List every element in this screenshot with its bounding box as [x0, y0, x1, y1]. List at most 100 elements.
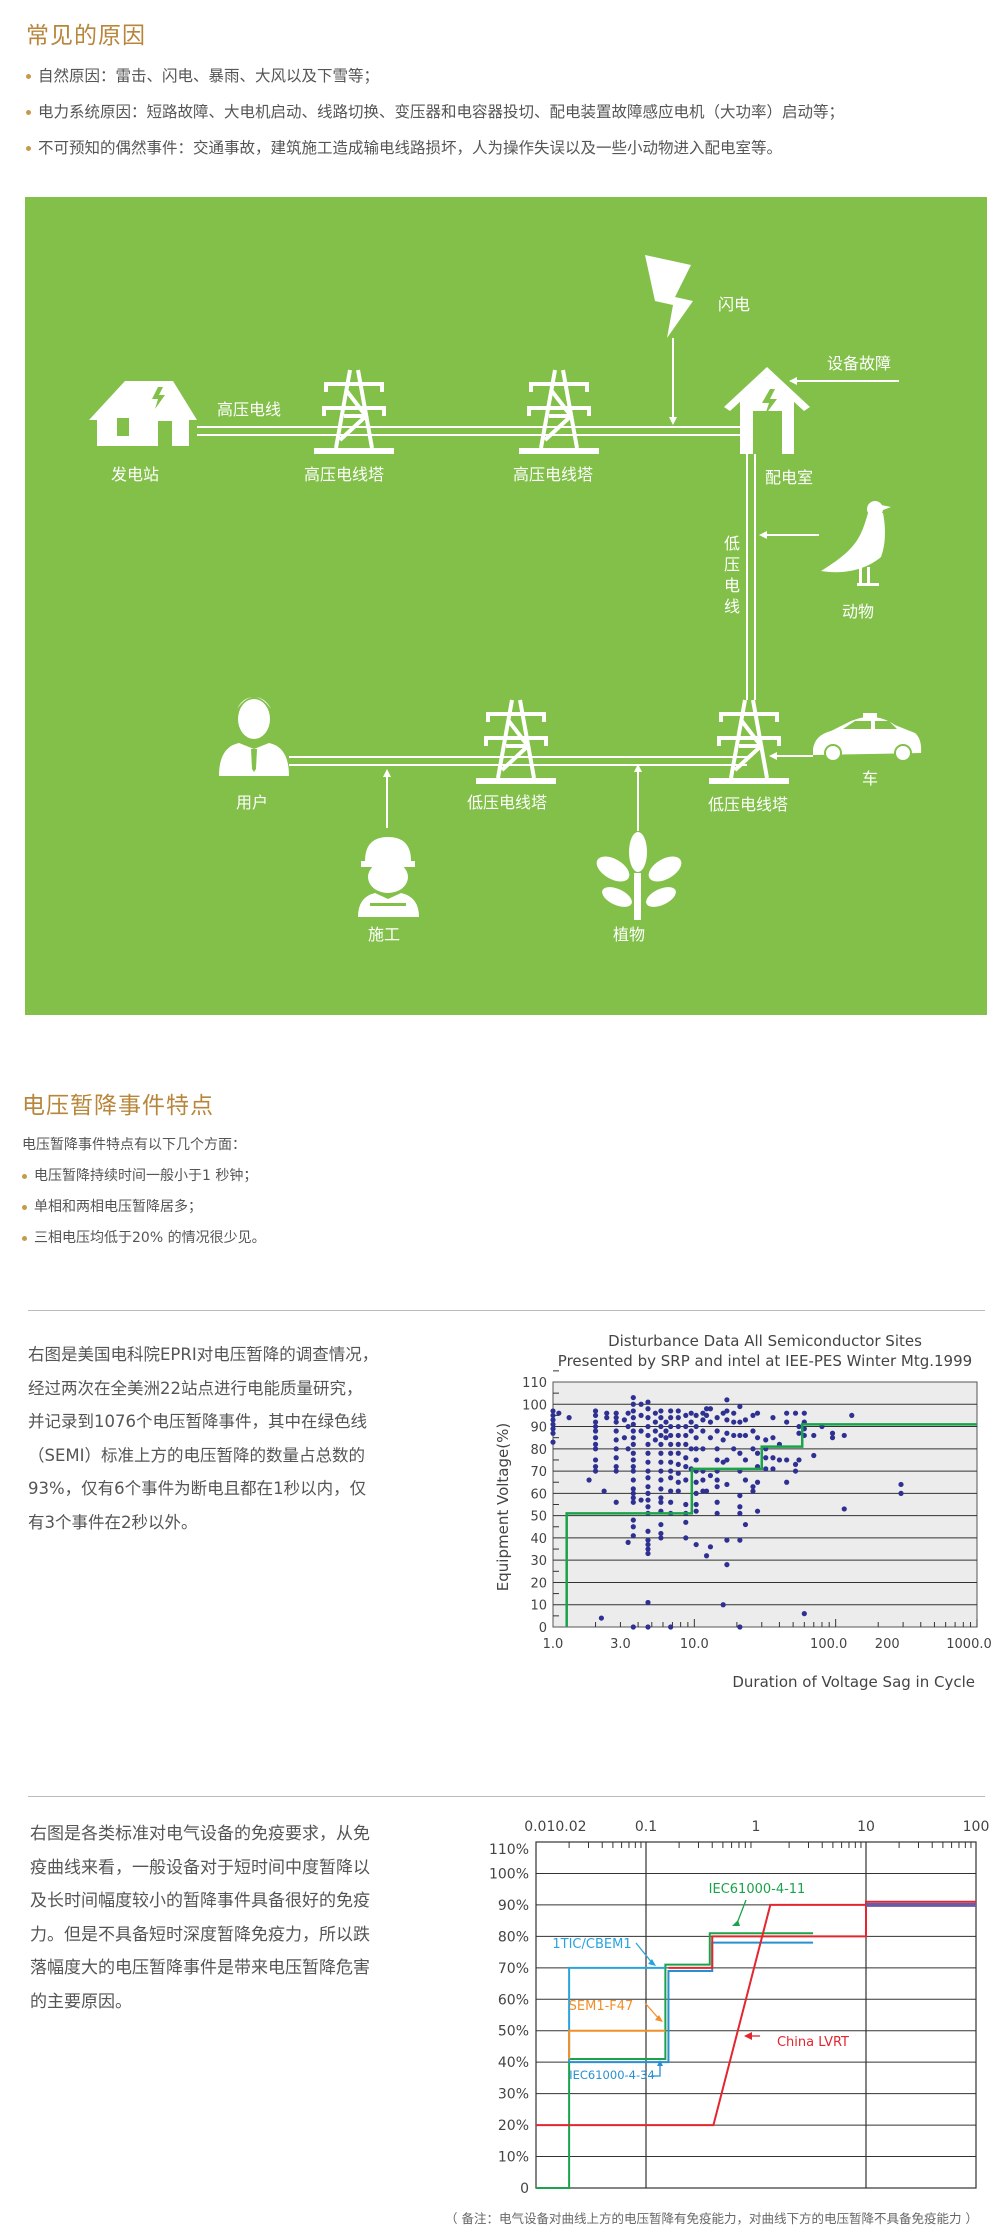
- tower-base: [314, 448, 394, 454]
- data-point: [750, 1412, 756, 1419]
- x-tick-label: 100: [963, 1819, 990, 1835]
- data-point: [613, 1437, 619, 1443]
- data-point: [683, 1464, 689, 1470]
- data-point: [645, 1546, 651, 1552]
- label-iec61000-4-11: IEC61000-4-11: [709, 1882, 806, 1897]
- data-point: [720, 1602, 726, 1608]
- data-point: [675, 1408, 681, 1414]
- label-cbema: 1TIC/CBEM1: [552, 1937, 631, 1952]
- data-point: [754, 1435, 761, 1441]
- data-point: [720, 1437, 726, 1443]
- data-point: [592, 1468, 599, 1474]
- data-point: [645, 1423, 651, 1430]
- data-point: [645, 1490, 651, 1496]
- data-point: [683, 1432, 689, 1439]
- data-point: [668, 1624, 674, 1630]
- label-lightning: 闪电: [718, 295, 750, 314]
- hv-tower-icon: [314, 369, 394, 454]
- data-point: [675, 1432, 681, 1439]
- immunity-paragraph: 右图是各类标准对电气设备的免疫要求，从免 疫曲线来看，一般设备对于短时间中度暂降…: [30, 1818, 370, 2019]
- feature-bullet: 电压暂降持续时间一般小于1 秒钟；: [22, 1165, 257, 1185]
- data-point: [841, 1432, 847, 1439]
- y-tick-label: 10%: [498, 2150, 529, 2166]
- data-point: [683, 1519, 689, 1525]
- data-point: [550, 1421, 556, 1427]
- data-point: [700, 1477, 706, 1483]
- tower-base: [519, 448, 599, 454]
- feature-bullet: 单相和两相电压暂降居多；: [22, 1196, 202, 1216]
- data-point: [683, 1477, 689, 1483]
- data-point: [700, 1488, 706, 1494]
- data-point: [731, 1419, 737, 1425]
- data-point: [724, 1408, 730, 1414]
- series-line-china-lvrt: [536, 1903, 866, 2127]
- arrowheads: [383, 377, 797, 777]
- data-point: [754, 1508, 761, 1514]
- data-point: [750, 1484, 756, 1490]
- data-point: [675, 1441, 681, 1447]
- series-line-sem1-f47: [568, 2029, 666, 2060]
- data-point: [645, 1406, 651, 1412]
- data-point: [742, 1477, 749, 1483]
- data-point: [776, 1457, 783, 1463]
- x-tick-label: 1.0: [543, 1637, 564, 1652]
- data-point: [742, 1521, 749, 1528]
- data-point: [714, 1510, 720, 1517]
- data-point: [675, 1470, 681, 1476]
- data-point: [784, 1457, 790, 1463]
- data-point: [613, 1455, 619, 1461]
- data-point: [592, 1457, 599, 1463]
- data-point: [700, 1417, 706, 1423]
- data-point: [683, 1412, 689, 1419]
- x-tick-label: 100.0: [810, 1637, 847, 1652]
- data-point: [703, 1488, 710, 1494]
- data-point: [645, 1399, 651, 1405]
- plant-icon: [596, 832, 682, 920]
- data-point: [693, 1490, 699, 1496]
- data-point: [750, 1488, 756, 1494]
- data-point: [550, 1408, 556, 1414]
- data-point: [707, 1419, 714, 1425]
- data-point: [683, 1501, 689, 1508]
- data-point: [630, 1499, 636, 1505]
- data-point: [792, 1410, 799, 1416]
- data-point: [754, 1450, 761, 1456]
- data-point: [645, 1415, 651, 1421]
- label-hv-tower: 高压电线塔: [513, 465, 593, 484]
- data-point: [652, 1419, 658, 1425]
- data-point: [675, 1450, 681, 1456]
- data-point: [663, 1428, 669, 1434]
- y-tick-label: 50: [530, 1510, 547, 1525]
- data-point: [683, 1535, 689, 1541]
- y-tick-label: 70: [530, 1465, 547, 1480]
- data-point: [763, 1466, 769, 1472]
- distribution-room-icon: [724, 367, 810, 454]
- data-point: [737, 1450, 743, 1456]
- x-tick-label: 1000.0: [946, 1637, 992, 1652]
- data-point: [592, 1423, 599, 1430]
- data-point: [898, 1481, 904, 1488]
- x-tick-label: 3.0: [610, 1637, 631, 1652]
- data-point: [754, 1479, 761, 1485]
- data-point: [668, 1468, 674, 1474]
- data-point: [592, 1408, 599, 1414]
- data-point: [613, 1410, 619, 1416]
- data-point: [658, 1459, 664, 1465]
- data-point: [645, 1541, 651, 1548]
- y-tick-label: 100: [522, 1398, 547, 1413]
- data-point: [658, 1486, 664, 1492]
- label-lv-line-char: 压: [724, 555, 740, 574]
- data-point: [638, 1401, 644, 1407]
- data-point: [792, 1468, 799, 1474]
- label-distribution-room: 配电室: [765, 468, 813, 487]
- label-lv-tower: 低压电线塔: [467, 793, 547, 812]
- data-point: [811, 1432, 817, 1439]
- data-point: [849, 1412, 855, 1419]
- data-point: [724, 1430, 730, 1436]
- divider: [28, 1796, 985, 1797]
- data-point: [688, 1446, 694, 1452]
- data-point: [645, 1550, 651, 1557]
- data-point: [668, 1475, 674, 1481]
- data-point: [683, 1455, 689, 1461]
- label-animal: 动物: [842, 602, 874, 621]
